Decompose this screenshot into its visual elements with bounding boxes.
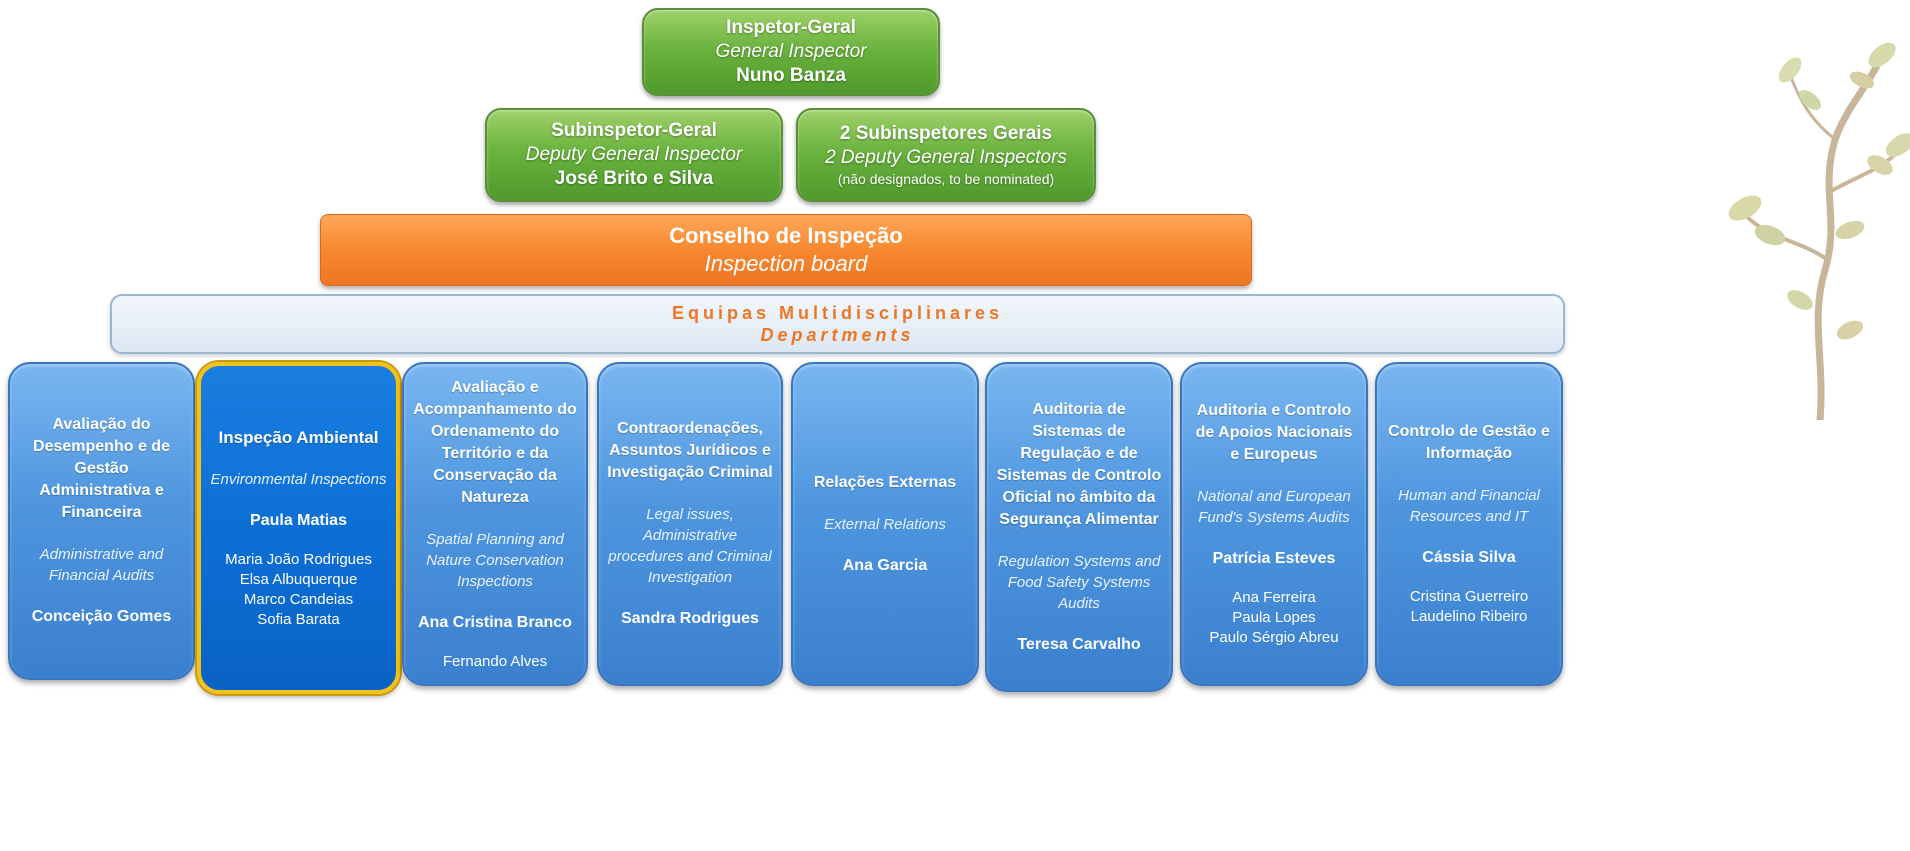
department-head: Teresa Carvalho [1017,635,1141,653]
general-inspector-box: Inspetor-Geral General Inspector Nuno Ba… [642,8,940,96]
department-card-highlighted: Inspeção Ambiental Environmental Inspect… [197,362,400,694]
department-members: Fernando Alves [443,652,547,672]
departments-band: Equipas Multidisciplinares Departments [110,294,1565,354]
deputy-inspectors-title: 2 Subinspetores Gerais [839,123,1053,144]
department-head: Cássia Silva [1422,549,1516,566]
department-members: Maria João Rodrigues Elsa Albuquerque Ma… [225,550,372,630]
department-title: Avaliação do Desempenho e de Gestão Admi… [33,416,170,521]
department-member: Marco Candeias [243,590,354,608]
department-head: Paula Matias [250,511,347,529]
department-title: Inspeção Ambiental [218,427,379,447]
department-head: Conceição Gomes [31,608,172,625]
deputy-inspector-title: Subinspetor-Geral [551,120,717,141]
general-inspector-title-en: General Inspector [715,41,867,62]
deputy-inspector-box: Subinspetor-Geral Deputy General Inspect… [485,108,783,202]
department-title: Controlo de Gestão e Informação [1388,423,1550,462]
department-card: Avaliação e Acompanhamento do Ordenament… [402,362,588,686]
department-member: Fernando Alves [442,652,548,670]
department-member: Paulo Sérgio Abreu [1209,629,1339,646]
department-title-en: Regulation Systems and Food Safety Syste… [997,552,1161,612]
department-title-en: Environmental Inspections [210,470,387,488]
inspection-board-box: Conselho de Inspeção Inspection board [320,214,1252,286]
deputy-inspector-title-en: Deputy General Inspector [525,144,743,165]
general-inspector-title: Inspetor-Geral [726,17,856,38]
deputy-inspectors-title-en: 2 Deputy General Inspectors [825,147,1067,168]
department-member: Laudelino Ribeiro [1410,608,1528,625]
department-card: Avaliação do Desempenho e de Gestão Admi… [8,362,195,680]
departments-band-title: Equipas Multidisciplinares [671,303,1004,323]
deputy-inspectors-note: (não designados, to be nominated) [837,171,1055,187]
department-card: Controlo de Gestão e Informação Human an… [1375,362,1563,686]
department-head: Sandra Rodrigues [621,610,759,627]
department-title: Auditoria de Sistemas de Regulação e de … [996,400,1162,528]
inspection-board-title: Conselho de Inspeção [669,223,903,248]
inspection-board-title-en: Inspection board [704,251,868,276]
department-member: Cristina Guerreiro [1409,588,1529,605]
department-title-en: Human and Financial Resources and IT [1398,487,1540,525]
department-head: Ana Garcia [842,556,928,574]
department-title: Relações Externas [813,473,957,491]
department-card: Contraordenações, Assuntos Jurídicos e I… [597,362,783,686]
department-title-en: Administrative and Financial Audits [39,546,164,584]
department-head: Ana Cristina Branco [418,613,572,631]
department-title-en: External Relations [824,515,946,533]
department-members: Cristina Guerreiro Laudelino Ribeiro [1410,587,1528,627]
department-member: Maria João Rodrigues [225,550,372,568]
tree-branch-icon [1728,42,1910,420]
department-member: Paula Lopes [1232,609,1316,626]
department-member: Ana Ferreira [1232,589,1316,606]
department-title-en: Spatial Planning and Nature Conservation… [426,530,564,590]
department-title: Contraordenações, Assuntos Jurídicos e I… [607,420,773,481]
department-card: Relações Externas External Relations Ana… [791,362,979,686]
deputy-inspectors-box: 2 Subinspetores Gerais 2 Deputy General … [796,108,1096,202]
department-card: Auditoria de Sistemas de Regulação e de … [985,362,1173,692]
department-head: Patrícia Esteves [1212,550,1336,567]
department-title-en: Legal issues, Administrative procedures … [608,506,772,586]
deputy-inspector-name: José Brito e Silva [554,168,714,189]
department-member: Sofia Barata [257,610,340,628]
general-inspector-name: Nuno Banza [736,65,846,86]
department-title: Avaliação e Acompanhamento do Ordenament… [413,378,577,506]
department-card: Auditoria e Controlo de Apoios Nacionais… [1180,362,1368,686]
department-title-en: National and European Fund's Systems Aud… [1197,488,1351,526]
department-title: Auditoria e Controlo de Apoios Nacionais… [1195,402,1353,463]
department-member: Elsa Albuquerque [239,570,358,588]
department-members: Ana Ferreira Paula Lopes Paulo Sérgio Ab… [1209,588,1338,648]
departments-band-title-en: Departments [760,325,915,345]
